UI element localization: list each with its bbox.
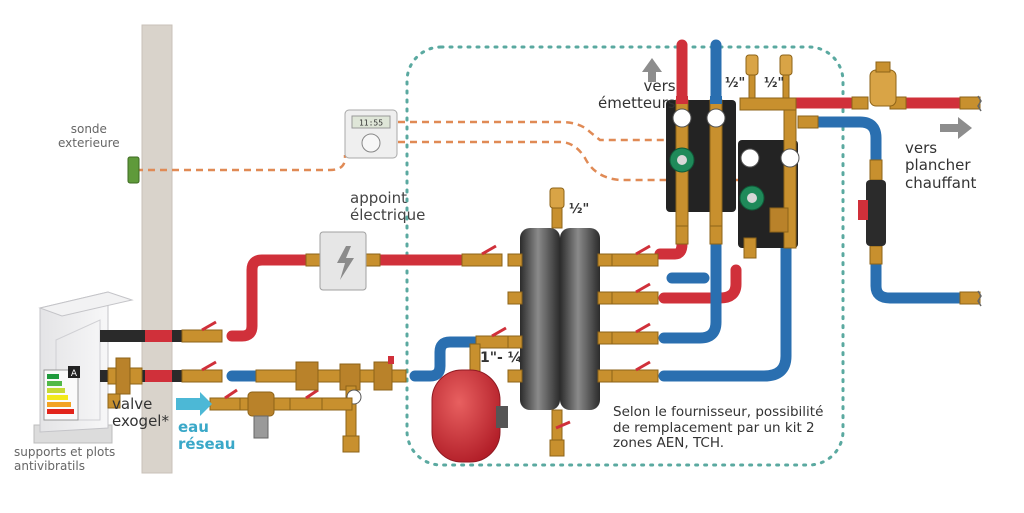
signal-wires — [136, 120, 740, 182]
sonde-exterieure-sensor — [127, 156, 140, 184]
label-half-inch-b: ½" — [764, 76, 785, 91]
cold-pipes — [226, 39, 968, 382]
exogel-valve — [107, 357, 143, 409]
label-vers-emetteurs: vers émetteurs — [598, 77, 676, 113]
pump-group-plancher — [738, 107, 800, 259]
label-supports-plots: supports et plots antivibratils — [14, 445, 116, 473]
air-vents — [739, 54, 797, 111]
arrow-right-plancher — [940, 117, 972, 139]
label-supplier-note: Selon le fournisseur, possibilité de rem… — [613, 404, 824, 452]
label-appoint-electrique: appoint électrique — [350, 189, 426, 225]
label-half-inch-top: ½" — [569, 202, 590, 217]
water-supply-manifold — [239, 356, 407, 453]
heat-pump-unit: A — [33, 291, 134, 444]
pressure-relief-valve — [869, 61, 897, 107]
expansion-vessel — [431, 343, 508, 463]
arrow-up-emetteurs — [642, 58, 662, 82]
pipe-break-marks — [977, 95, 982, 307]
magnetic-filter — [858, 180, 886, 246]
thermostat: 11:55 — [344, 109, 398, 159]
label-expansion-size: 1"- ¼ — [480, 350, 523, 366]
thermostat-display: 11:55 — [359, 119, 383, 128]
eau-reseau-arrow — [176, 392, 212, 416]
label-valve-exogel: valve exogel* — [112, 395, 169, 431]
direction-arrows — [642, 58, 972, 139]
pump-group-emetteurs — [666, 96, 736, 245]
energy-label-text: A — [71, 369, 78, 379]
label-vers-plancher: vers plancher chauffant — [905, 139, 977, 192]
buffer-tank — [507, 187, 613, 457]
label-half-inch-a: ½" — [725, 76, 746, 91]
wall — [141, 24, 173, 474]
label-eau-reseau: eau réseau — [178, 418, 236, 453]
electric-backup-heater — [319, 231, 367, 291]
label-sonde-exterieure: sonde exterieure — [58, 122, 120, 150]
